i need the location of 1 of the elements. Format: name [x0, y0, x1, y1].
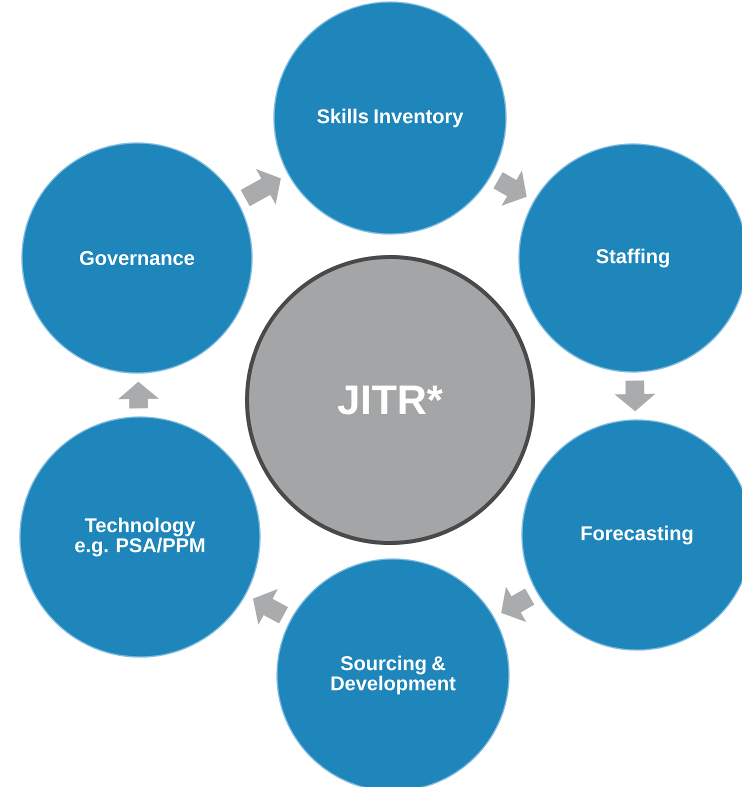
block-arrow [240, 168, 281, 206]
